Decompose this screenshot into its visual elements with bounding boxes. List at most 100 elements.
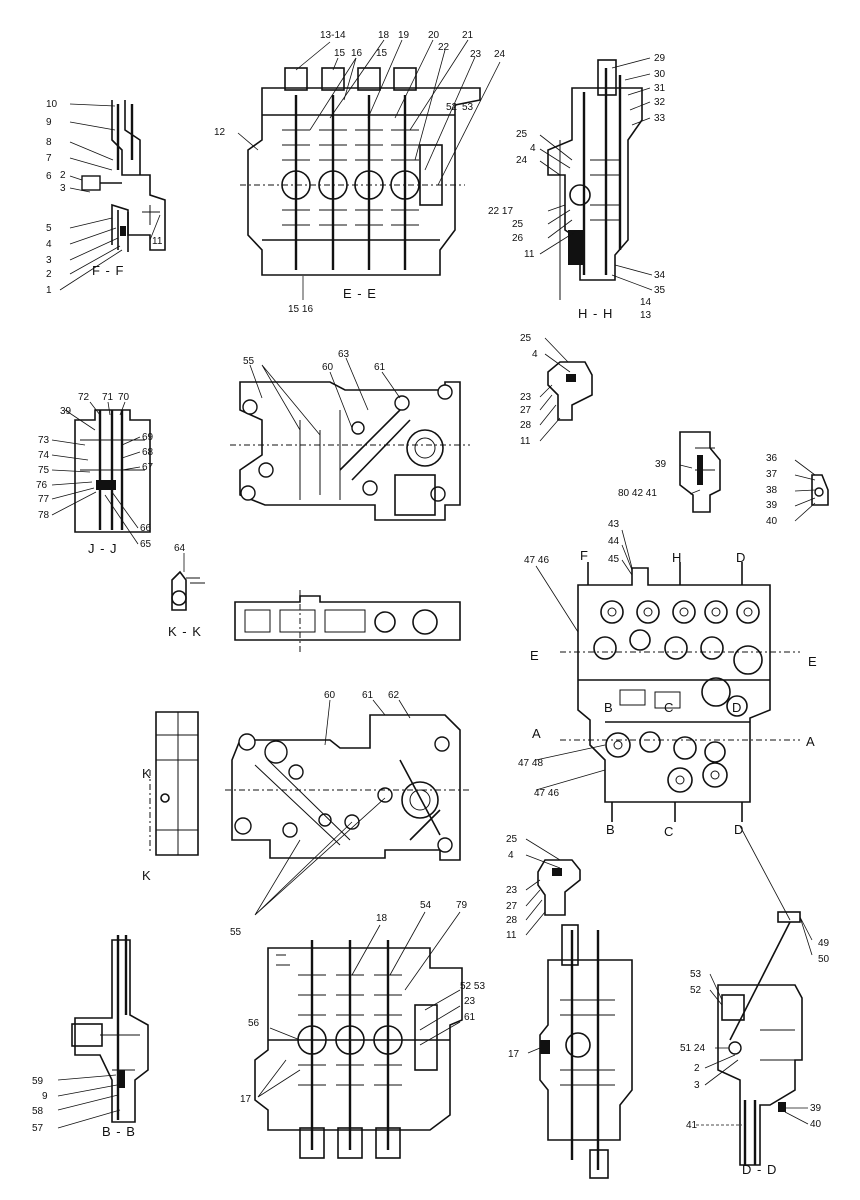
marker-a-right: A <box>806 734 816 749</box>
callout-label: 51 24 <box>680 1043 705 1054</box>
callout-label: 61 <box>362 690 374 701</box>
callout-label: 11 <box>506 930 517 941</box>
section-title-ee: E - E <box>343 286 377 301</box>
callouts-detail-right: 36 37 38 39 40 <box>766 453 778 527</box>
callout-label: 5 <box>46 223 52 234</box>
callout-label: 27 <box>506 901 518 912</box>
callout-label: 24 <box>516 155 528 166</box>
callout-label: 39 <box>810 1103 822 1114</box>
callout-label: 23 <box>470 49 482 60</box>
callout-label: 66 <box>140 523 152 534</box>
callout-label: 15 16 <box>288 304 313 315</box>
callout-label: 25 <box>520 333 532 344</box>
callout-label: 4 <box>530 143 536 154</box>
top-plate-view <box>230 357 470 521</box>
callout-label: 54 <box>420 900 432 911</box>
detail-right-view <box>794 459 829 522</box>
callout-label: 21 <box>462 30 474 41</box>
callout-label: 44 <box>608 536 620 547</box>
callout-label: 39 <box>60 406 72 417</box>
callouts-detail-upper: 25 4 23 27 28 11 <box>520 333 538 447</box>
callouts-assembly: 43 44 45 47 46 47 48 47 46 <box>518 519 620 799</box>
callout-label: 3 <box>60 183 66 194</box>
callouts-lower-hh: 17 <box>508 1049 520 1060</box>
callout-label: 47 48 <box>518 758 543 769</box>
callout-label: 53 <box>690 969 702 980</box>
side-strip-view <box>234 590 461 655</box>
callout-label: 73 <box>38 435 50 446</box>
section-title-kk: K - K <box>168 624 202 639</box>
callout-label: 37 <box>766 469 778 480</box>
callout-label: 34 <box>654 270 666 281</box>
callout-label: 49 <box>818 938 830 949</box>
callout-label: 15 <box>334 48 346 59</box>
callout-label: 6 <box>46 171 52 182</box>
marker-d-bottom: D <box>734 822 744 837</box>
callout-label: 68 <box>142 447 154 458</box>
callout-label: 9 <box>46 117 52 128</box>
lower-hh-view <box>527 924 633 1179</box>
callout-label: 31 <box>654 83 666 94</box>
callout-label: 40 <box>766 516 778 527</box>
marker-k-bottom: K <box>142 868 152 883</box>
callouts-ff: 10 9 8 7 6 2 3 5 4 3 2 1 11 <box>46 99 163 296</box>
callout-label: 2 <box>694 1063 700 1074</box>
callout-label: 55 <box>230 927 242 938</box>
callouts-ee: 13-14 15 16 18 15 19 20 21 22 23 24 52 5… <box>214 30 506 315</box>
callouts-detail-lower: 25 4 23 27 28 11 <box>506 834 518 941</box>
callout-label: 11 <box>524 249 535 260</box>
callout-label: 39 <box>655 459 667 470</box>
callout-label: 65 <box>140 539 152 550</box>
section-dd-view <box>696 911 813 1166</box>
callout-label: 7 <box>46 153 52 164</box>
callout-label: 52 53 <box>460 981 485 992</box>
callout-label: 59 <box>32 1076 44 1087</box>
callout-label: 14 <box>640 297 652 308</box>
callouts-bottom-plate: 60 61 62 55 <box>230 690 400 938</box>
lower-ee-view <box>254 911 463 1159</box>
marker-h: H <box>672 550 682 565</box>
callout-label: 28 <box>506 915 518 926</box>
section-title-ff: F - F <box>92 263 124 278</box>
callout-label: 13 <box>640 310 652 321</box>
callout-label: 40 <box>810 1119 822 1130</box>
bottom-plate-view <box>225 699 470 916</box>
callouts-lower-ee: 18 54 79 52 53 23 61 56 17 <box>240 900 485 1105</box>
callout-label: 26 <box>512 233 524 244</box>
section-title-dd: D - D <box>742 1162 777 1177</box>
callout-label: 36 <box>766 453 778 464</box>
callout-label: 13-14 <box>320 30 346 41</box>
callout-label: 30 <box>654 69 666 80</box>
callout-label: 78 <box>38 510 50 521</box>
callout-label: 3 <box>694 1080 700 1091</box>
callout-label: 12 <box>214 127 226 138</box>
callouts-dd: 49 50 53 52 51 24 2 3 39 40 41 <box>680 938 830 1131</box>
callout-label: 20 <box>428 30 440 41</box>
detail-small-view <box>679 431 721 513</box>
section-ee-view <box>237 39 501 300</box>
callouts-detail-small: 39 80 42 41 <box>618 459 667 499</box>
marker-a-left: A <box>532 726 542 741</box>
section-title-jj: J - J <box>88 541 118 556</box>
section-bb-view <box>57 935 149 1129</box>
callout-label: 69 <box>142 432 154 443</box>
callout-label: 79 <box>456 900 468 911</box>
marker-b-inner: B <box>604 700 614 715</box>
callout-label: 2 <box>46 269 52 280</box>
callout-label: 58 <box>32 1106 44 1117</box>
callout-label: 17 <box>508 1049 520 1060</box>
callout-label: 43 <box>608 519 620 530</box>
callout-label: 61 <box>464 1012 476 1023</box>
marker-k-top: K <box>142 766 152 781</box>
callout-label: 35 <box>654 285 666 296</box>
callout-label: 63 <box>338 349 350 360</box>
callout-label: 32 <box>654 97 666 108</box>
callouts-kk: 64 <box>174 543 186 554</box>
callout-label: 4 <box>532 349 538 360</box>
callout-label: 33 <box>654 113 666 124</box>
callout-label: 60 <box>324 690 336 701</box>
callout-label: 47 46 <box>534 788 559 799</box>
callout-label: 18 <box>378 30 390 41</box>
callout-label: 75 <box>38 465 50 476</box>
callout-label: 19 <box>398 30 410 41</box>
